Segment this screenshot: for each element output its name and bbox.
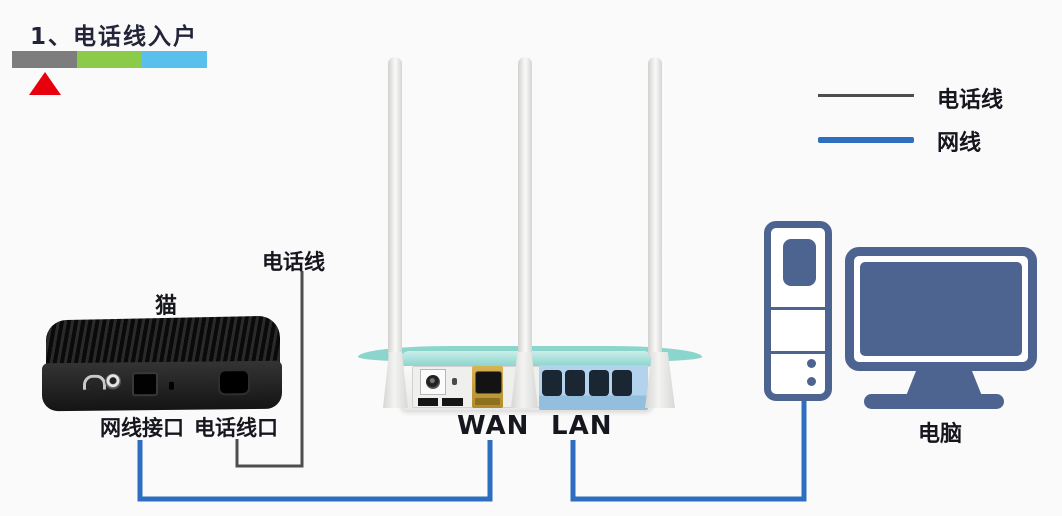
phone-cable-to-modem (235, 271, 304, 468)
router-power-jack (420, 369, 446, 395)
modem-label: 猫 (154, 294, 177, 319)
modem-power-jack (105, 373, 121, 390)
tower-divider-2 (771, 351, 825, 354)
computer-label: 电脑 (918, 422, 963, 447)
network-cable-lan-to-computer (570, 401, 807, 502)
monitor-base (864, 394, 1004, 409)
legend-phone-line-sample (818, 94, 914, 97)
progress-segment-current (12, 51, 77, 68)
modem-ethernet-port (132, 372, 158, 397)
router-label-sticker-1 (418, 398, 438, 406)
modem-reset-hole (169, 381, 174, 390)
step-progress-bar (12, 51, 207, 68)
router-wan-label: WAN (457, 411, 530, 441)
computer-tower (764, 221, 832, 401)
router-wan-jack (475, 371, 502, 394)
legend-network-line-sample (818, 137, 914, 143)
router-lan-port-2 (565, 370, 585, 396)
incoming-phone-line-label: 电话线 (262, 250, 325, 274)
progress-segment-last (142, 51, 207, 68)
progress-segment-next (77, 51, 142, 68)
modem-ethernet-port-label: 网线接口 (100, 416, 184, 440)
computer-monitor (845, 247, 1037, 371)
page-title: 1、电话线入户 (30, 24, 199, 50)
router-lan-port-4 (612, 370, 632, 396)
router-wan-port (472, 366, 503, 408)
router-antenna-right (648, 57, 662, 357)
monitor-screen (860, 262, 1022, 356)
router-antenna-left (388, 57, 402, 357)
modem-phone-port-label: 电话线口 (194, 416, 278, 440)
network-cable-modem-to-wan (137, 440, 493, 502)
router-label-sticker-2 (442, 398, 463, 406)
modem-power-switch (83, 374, 106, 390)
progress-marker-triangle (29, 72, 61, 95)
tower-drive-bay (783, 239, 816, 286)
router-lan-label: LAN (551, 411, 613, 441)
router-antenna-center (518, 57, 532, 357)
legend-phone-line-label: 电话线 (937, 88, 1004, 113)
router-lan-port-block (539, 365, 648, 410)
router-reset-hole (452, 378, 457, 385)
router-lan-port-1 (542, 370, 562, 396)
modem-phone-port (218, 369, 250, 396)
tower-button-2 (807, 377, 816, 386)
router-lan-port-3 (589, 370, 609, 396)
legend-network-line-label: 网线 (937, 131, 982, 156)
modem-back-panel (42, 360, 282, 412)
tower-divider-1 (771, 307, 825, 310)
monitor-stand (906, 371, 982, 396)
modem-device (42, 315, 282, 412)
router-wan-port-sticker (475, 398, 500, 405)
tower-button-1 (807, 359, 816, 368)
